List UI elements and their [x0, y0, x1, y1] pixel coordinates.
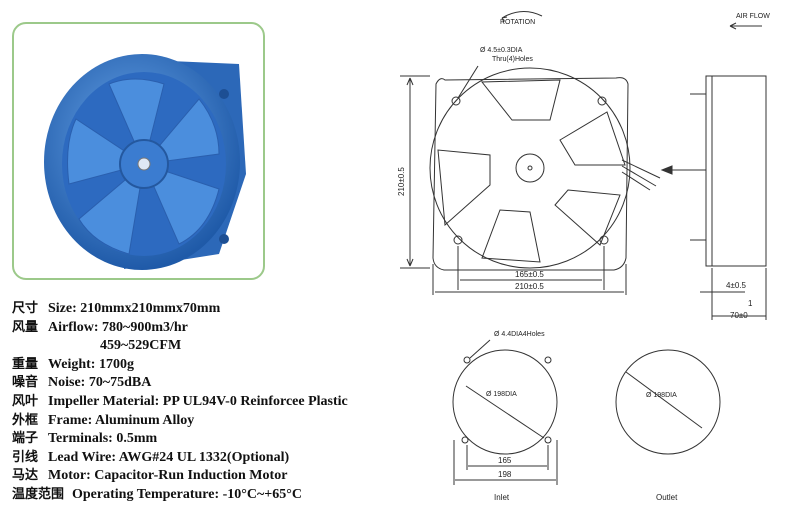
mount-hole — [597, 96, 607, 106]
spec-value: Motor: Capacitor-Run Induction Motor — [48, 468, 288, 484]
depth-one-label: 1 — [748, 299, 753, 308]
spec-row-lead-wire: 引线 Lead Wire: AWG#24 UL 1332(Optional) — [12, 449, 392, 468]
spec-row-frame: 外框 Frame: Aluminum Alloy — [12, 412, 392, 431]
spec-row-weight: 重量 Weight: 1700g — [12, 356, 392, 375]
spec-cn-label: 风量 — [12, 319, 39, 335]
spec-cn-label: 引线 — [12, 449, 39, 465]
mount-hole — [451, 96, 461, 106]
fan-photo — [44, 54, 246, 270]
front-hub — [515, 153, 545, 183]
spec-list: 尺寸 Size: 210mmx210mmx70mm 风量 Airflow: 78… — [12, 300, 392, 505]
inlet-bolt-label: 165 — [498, 456, 512, 465]
spec-value: 459~529CFM — [100, 338, 182, 354]
mount-hole — [544, 436, 552, 444]
spec-row-size: 尺寸 Size: 210mmx210mmx70mm — [12, 300, 392, 319]
front-ring — [429, 67, 631, 269]
height-dim-label: 210±0.5 — [397, 167, 406, 196]
spec-value: Frame: Aluminum Alloy — [48, 412, 195, 428]
spec-value: Operating Temperature: -10°C~+65°C — [72, 486, 302, 502]
spec-cn-label: 外框 — [12, 412, 39, 428]
mount-hole — [453, 235, 463, 245]
mount-hole — [463, 356, 471, 364]
spec-row-temperature: 温度范围 Operating Temperature: -10°C~+65°C — [12, 486, 392, 505]
spec-row-motor: 马达 Motor: Capacitor-Run Induction Motor — [12, 467, 392, 486]
outlet-circle — [615, 349, 721, 455]
spec-value: Terminals: 0.5mm — [48, 431, 158, 447]
inlet-holes-label: Ø 4.4DIA4Holes — [494, 331, 545, 338]
front-frame — [432, 77, 629, 271]
depth-small-label: 4±0.5 — [726, 281, 747, 290]
spec-row-terminals: 端子 Terminals: 0.5mm — [12, 430, 392, 449]
spec-cn-label: 尺寸 — [12, 301, 39, 316]
inlet-label: Inlet — [494, 493, 510, 502]
mount-hole — [461, 436, 469, 444]
spec-cn-label: 噪音 — [12, 375, 39, 391]
hole-label-1: Ø 4.5±0.3DIA — [480, 47, 523, 54]
spec-row-airflow: 风量 Airflow: 780~900m3/hr — [12, 319, 392, 338]
mount-hole — [219, 89, 229, 99]
spec-value: Impeller Material: PP UL94V-0 Reinforcee… — [48, 393, 348, 409]
spec-cn-label: 温度范围 — [12, 486, 65, 502]
bolt-dim-label: 165±0.5 — [515, 270, 544, 279]
spec-cn-label: 重量 — [12, 356, 39, 372]
spec-cn-label: 端子 — [12, 431, 39, 447]
front-blades — [437, 79, 626, 263]
spec-value: Size: 210mmx210mmx70mm — [48, 301, 221, 316]
fan-blades — [67, 78, 220, 255]
inlet-dia-label: Ø 198DIA — [486, 391, 517, 398]
rotation-arrow — [501, 11, 543, 19]
inlet-width-label: 198 — [498, 470, 512, 479]
spec-value: Lead Wire: AWG#24 UL 1332(Optional) — [48, 449, 290, 465]
depth-total-label: 70±0 — [730, 311, 748, 320]
spec-cn-label: 风叶 — [12, 393, 39, 409]
spec-row-airflow-cfm: 459~529CFM — [12, 337, 392, 356]
spec-value: Weight: 1700g — [48, 356, 134, 372]
airflow-label: AIR FLOW — [736, 13, 770, 20]
hole-label-2: Thru(4)Holes — [492, 56, 533, 63]
product-photo-frame — [12, 22, 265, 280]
spec-cn-label: 马达 — [12, 468, 39, 484]
mount-hole — [599, 235, 609, 245]
rotation-label: ROTATION — [500, 19, 535, 26]
outlet-label: Outlet — [656, 493, 678, 502]
spec-row-noise: 噪音 Noise: 70~75dBA — [12, 374, 392, 393]
mount-hole — [219, 234, 229, 244]
side-view — [705, 75, 767, 267]
width-dim-label: 210±0.5 — [515, 282, 544, 291]
spec-value: Noise: 70~75dBA — [48, 375, 152, 391]
inlet-circle — [452, 349, 558, 455]
spec-row-impeller: 风叶 Impeller Material: PP UL94V-0 Reinfor… — [12, 393, 392, 412]
spec-value: Airflow: 780~900m3/hr — [48, 319, 188, 335]
outlet-dia-label: Ø 198DIA — [646, 392, 677, 399]
fan-hub-cap — [137, 157, 151, 171]
mount-hole — [544, 356, 552, 364]
